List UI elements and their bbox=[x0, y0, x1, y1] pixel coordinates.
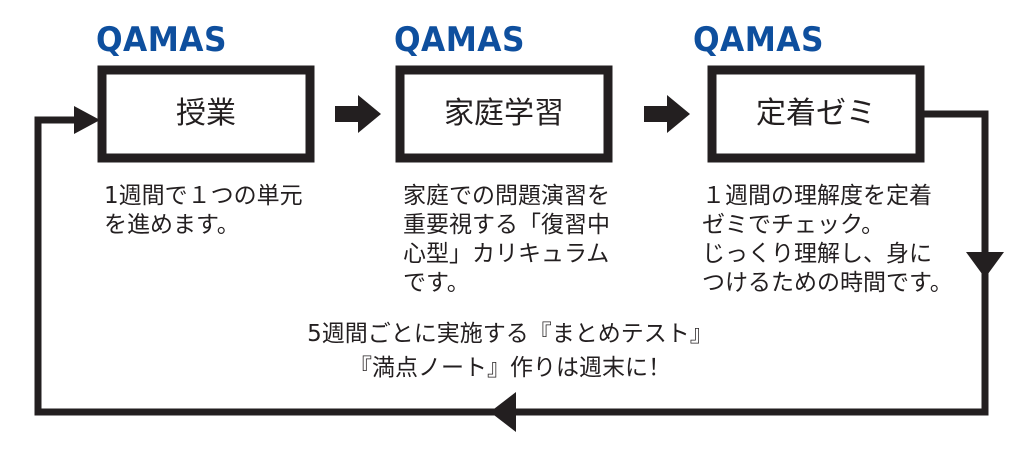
description-line: じっくり理解し、身に bbox=[702, 241, 932, 267]
arrow-left-icon bbox=[490, 392, 516, 432]
stage-box-katei-gakushu bbox=[395, 65, 613, 163]
stage-3-description: １週間の理解度を定着 ゼミでチェック。 じっくり理解し、身に つけるための時間で… bbox=[702, 182, 953, 298]
arrow-down-icon bbox=[966, 252, 1004, 278]
cycle-note-line-1: 5週間ごとに実施する『まとめテスト』 bbox=[307, 321, 713, 347]
description-line: 家庭での問題演習を bbox=[403, 183, 610, 209]
description-line: 心型」カリキュラム bbox=[403, 241, 610, 267]
stage-2-brand: QAMAS bbox=[394, 20, 525, 60]
cycle-note-line-2: 『満点ノート』作りは週末に！ bbox=[349, 355, 671, 381]
description-line: 1週間で１つの単元 bbox=[104, 183, 303, 209]
arrow-right-icon bbox=[335, 95, 381, 133]
stage-1-label: 授業 bbox=[176, 96, 236, 131]
stage-2-description: 家庭での問題演習を 重要視する「復習中 心型」カリキュラム です。 bbox=[403, 182, 610, 298]
stage-1-description: 1週間で１つの単元 を進めます。 bbox=[104, 182, 303, 240]
arrowhead-into-first-box-icon bbox=[74, 106, 100, 134]
description-line: １週間の理解度を定着 bbox=[702, 183, 932, 209]
description-line: を進めます。 bbox=[104, 212, 240, 238]
stage-2-label: 家庭学習 bbox=[444, 96, 564, 131]
stage-3-label: 定着ゼミ bbox=[756, 96, 876, 131]
description-line: ゼミでチェック。 bbox=[702, 212, 885, 238]
arrow-right-icon bbox=[644, 95, 690, 133]
stage-1-brand: QAMAS bbox=[96, 20, 227, 60]
stage-3-brand: QAMAS bbox=[693, 20, 824, 60]
stage-box-teichaku-zemi bbox=[707, 65, 925, 163]
stage-box-jugyo bbox=[97, 65, 315, 163]
description-line: 重要視する「復習中 bbox=[403, 212, 610, 238]
description-line: つけるための時間です。 bbox=[702, 270, 953, 296]
description-line: です。 bbox=[403, 270, 470, 296]
